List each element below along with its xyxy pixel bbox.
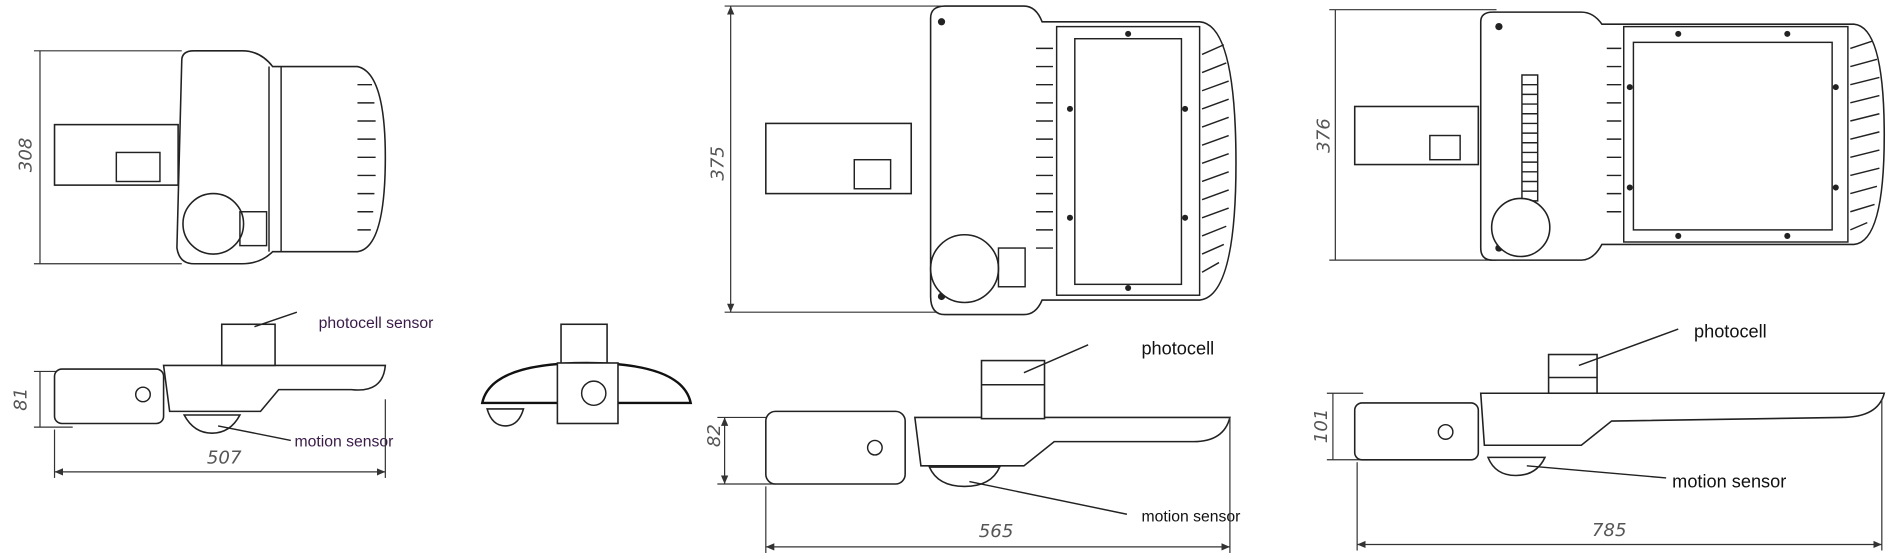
cooling-fins — [1036, 44, 1229, 273]
large-side-view: 101 photocell motion sensor 785 — [1311, 322, 1886, 551]
large-top-view: 376 — [1313, 9, 1886, 261]
cooling-fins — [357, 83, 376, 231]
medium-top-view: 375 — [707, 5, 1237, 316]
sensor-dome — [1490, 197, 1551, 258]
dimension-label: 785 — [1592, 520, 1627, 541]
dimension-label: 376 — [1313, 118, 1334, 153]
small-top-view: 308 — [15, 50, 387, 265]
photocell-label: photocell sensor — [319, 315, 434, 332]
dimension-label: 82 — [704, 424, 725, 447]
motion-sensor — [928, 466, 1001, 488]
dimension-label: 308 — [15, 138, 36, 173]
vent-slots — [1521, 74, 1539, 202]
cooling-fins — [1606, 40, 1880, 231]
motion-sensor-label: motion sensor — [1672, 472, 1786, 492]
photocell-label: photocell — [1694, 322, 1767, 342]
motion-sensor-label: motion sensor — [1141, 509, 1240, 526]
photocell-sensor — [980, 359, 1046, 420]
sensor-dome — [182, 192, 245, 255]
led-panel — [1632, 41, 1833, 231]
front-view — [480, 323, 693, 427]
motion-sensor-label: motion sensor — [294, 433, 393, 450]
dimension-label: 507 — [207, 447, 242, 468]
medium-side-view: 82 photocell motion sensor 565 — [704, 339, 1240, 553]
led-panel — [1074, 37, 1183, 286]
motion-sensor — [1486, 456, 1547, 477]
photocell-sensor — [1547, 353, 1598, 395]
dimension-label: 101 — [1311, 409, 1332, 444]
dimension-label: 565 — [979, 521, 1014, 542]
dimension-label: 81 — [11, 388, 32, 411]
photocell-sensor — [220, 323, 276, 367]
dimension-label: 375 — [707, 146, 728, 181]
small-side-view: 81 photocell sensor motion sensor 507 — [11, 311, 434, 478]
sensor-dome — [929, 233, 1000, 304]
photocell-label: photocell — [1141, 339, 1214, 359]
motion-sensor — [182, 414, 242, 434]
